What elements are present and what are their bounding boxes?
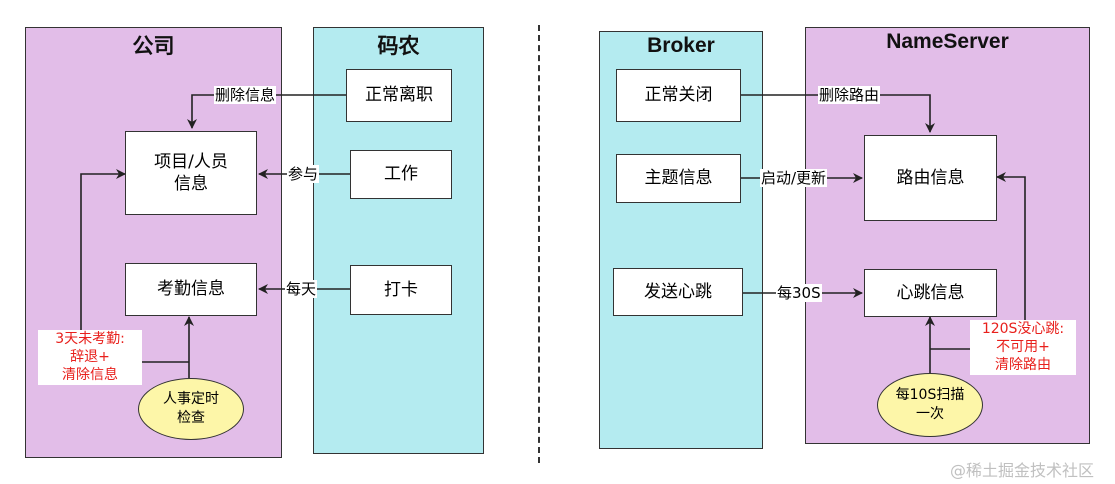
edge-delete-route — [741, 94, 935, 133]
label-start-update: 启动/更新 — [760, 169, 828, 187]
watermark: @稀土掘金技术社区 — [950, 461, 1095, 480]
edge-delete-info — [187, 94, 346, 129]
work-box: 工作 — [350, 150, 452, 199]
company-title: 公司 — [132, 35, 175, 58]
project-info-box: 项目/人员 信息 — [125, 131, 257, 215]
scan-ellipse: 每10S扫描 一次 — [877, 373, 983, 437]
center-divider — [538, 25, 540, 463]
topic-info-box: 主题信息 — [616, 154, 741, 203]
coder-title: 码农 — [377, 35, 420, 58]
heartbeat-info-box: 心跳信息 — [864, 269, 997, 317]
label-participate: 参与 — [287, 165, 320, 183]
hr-check-ellipse: 人事定时 检查 — [138, 378, 244, 440]
send-heartbeat-box: 发送心跳 — [613, 268, 743, 316]
attendance-info-box: 考勤信息 — [125, 263, 257, 316]
label-daily: 每天 — [285, 280, 318, 298]
label-delete-route: 删除路由 — [818, 86, 881, 104]
label-timeout-warning: 120S没心跳: 不可用+ 清除路由 — [970, 320, 1076, 375]
route-info-box: 路由信息 — [864, 135, 997, 221]
label-every-30s: 每30S — [776, 284, 822, 302]
label-delete-info: 删除信息 — [214, 86, 277, 104]
broker-title: Broker — [647, 34, 715, 57]
nameserver-title: NameServer — [886, 30, 1009, 53]
resign-box: 正常离职 — [346, 69, 452, 122]
coder-panel: 码农 — [313, 27, 484, 454]
clockin-box: 打卡 — [350, 265, 452, 315]
label-absence-warning: 3天未考勤: 辞退+ 清除信息 — [38, 330, 142, 385]
shutdown-box: 正常关闭 — [616, 69, 741, 122]
